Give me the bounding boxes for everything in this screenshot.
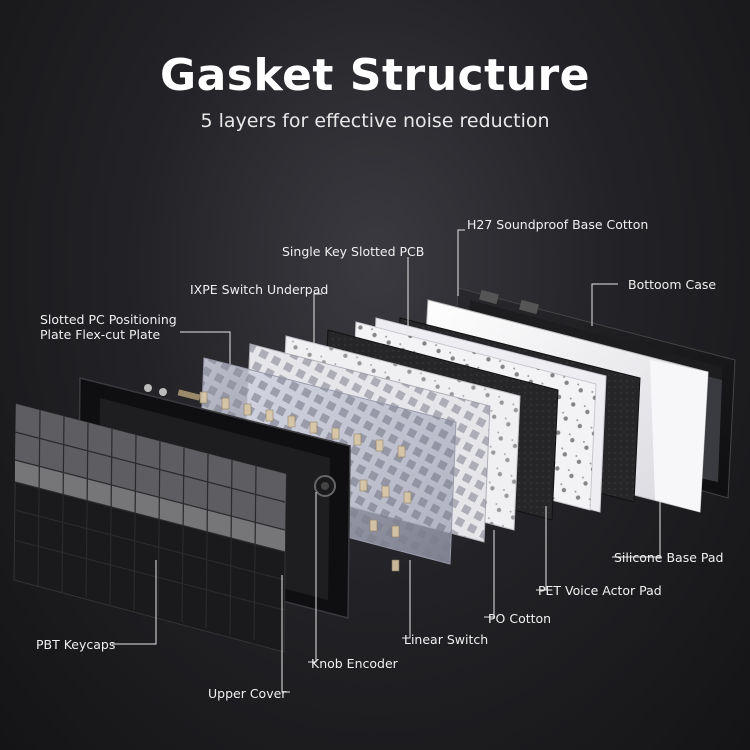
label-plate-line1: Slotted PC Positioning (40, 312, 177, 327)
label-upper-cover: Upper Cover (208, 686, 287, 701)
pbt-keycaps-layer (13, 403, 287, 653)
linear-switches-layer (199, 391, 412, 572)
page-title: Gasket Structure (160, 50, 590, 101)
label-knob-encoder: Knob Encoder (311, 656, 398, 671)
label-pet: PET Voice Actor Pad (538, 583, 662, 598)
label-po-cotton: PO Cotton (488, 611, 552, 626)
knob-encoder (314, 475, 336, 497)
label-bottom-case: Bottoom Case (628, 277, 717, 292)
label-h27-cotton: H27 Soundproof Base Cotton (467, 217, 649, 232)
label-plate-line2: Plate Flex-cut Plate (40, 327, 161, 342)
label-silicone: Silicone Base Pad (614, 550, 724, 565)
label-keycaps: PBT Keycaps (36, 637, 116, 652)
label-linear-switch: Linear Switch (404, 632, 489, 647)
label-ixpe: IXPE Switch Underpad (190, 282, 329, 297)
page-subtitle: 5 layers for effective noise reduction (200, 110, 550, 132)
label-pcb: Single Key Slotted PCB (282, 244, 425, 259)
leader-lines (112, 229, 661, 693)
